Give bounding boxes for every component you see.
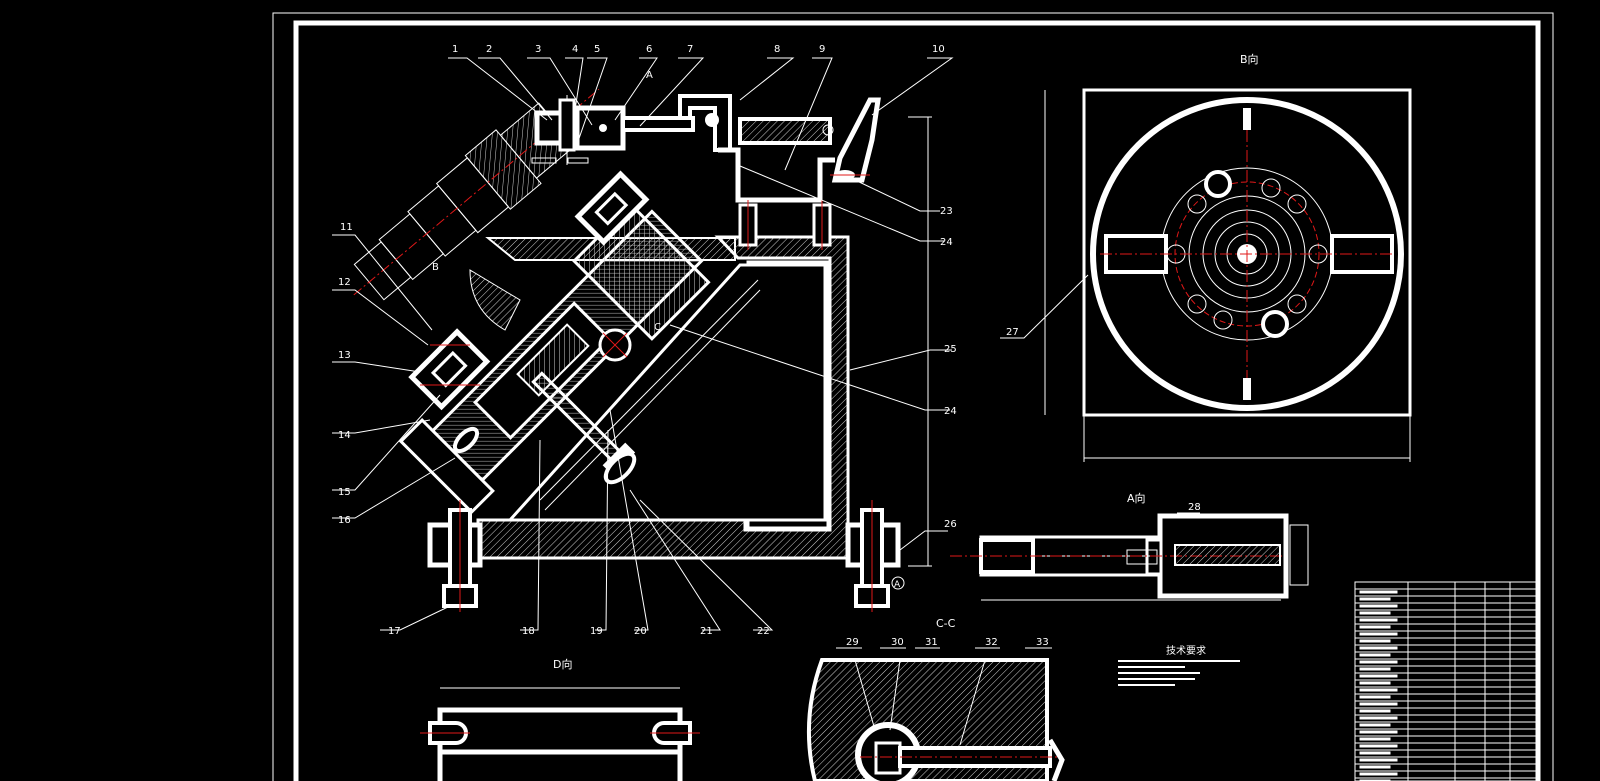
callout-12: 12 xyxy=(338,277,351,288)
table-cell-text xyxy=(1359,653,1391,657)
circled-a: A xyxy=(894,580,901,590)
table-cell-text xyxy=(1359,702,1398,706)
callout-4: 4 xyxy=(572,44,578,55)
clamp-upper xyxy=(574,170,650,246)
callout-14: 14 xyxy=(338,430,351,441)
callout-17: 17 xyxy=(388,626,401,637)
table-cell-text xyxy=(1359,681,1391,685)
main-assembly-view: A B C A xyxy=(353,70,932,612)
table-cell-text xyxy=(1359,604,1398,608)
cc-view-title: C-C xyxy=(936,617,956,630)
leader-lines xyxy=(332,57,1089,631)
table-cell-text xyxy=(1359,618,1398,622)
table-cell-text xyxy=(1359,723,1391,727)
d-view: D向 xyxy=(420,657,700,781)
tech-req-title: 技术要求 xyxy=(1166,644,1206,657)
table-cell-text xyxy=(1359,590,1398,594)
table-cell-text xyxy=(1359,674,1398,678)
callout-15: 15 xyxy=(338,487,351,498)
b-view-title: B向 xyxy=(1240,52,1259,66)
table-cell-text xyxy=(1359,744,1398,748)
callout-19: 19 xyxy=(590,626,603,637)
callout-26: 26 xyxy=(944,519,957,530)
frame-bolts xyxy=(738,200,832,250)
left-foot xyxy=(427,500,483,612)
callout-9: 9 xyxy=(819,44,825,55)
callout-32: 32 xyxy=(985,637,998,648)
table-cell-text xyxy=(1359,709,1391,713)
callout-20: 20 xyxy=(634,626,647,637)
callout-25: 25 xyxy=(944,344,957,355)
callout-7: 7 xyxy=(687,44,693,55)
table-cell-text xyxy=(1359,688,1398,692)
table-cell-text xyxy=(1359,667,1391,671)
table-cell-text xyxy=(1359,695,1391,699)
table-cell-text xyxy=(1359,611,1391,615)
callout-5: 5 xyxy=(594,44,600,55)
callout-29: 29 xyxy=(846,637,859,648)
table-cell-text xyxy=(1359,772,1398,776)
callout-10: 10 xyxy=(932,44,945,55)
callout-23: 23 xyxy=(940,206,953,217)
clamp-lower xyxy=(408,328,491,411)
parts-list-table xyxy=(1354,581,1541,781)
a-view-title: A向 xyxy=(1127,491,1146,505)
table-cell-text xyxy=(1359,597,1391,601)
mark-b: B xyxy=(432,262,439,273)
table-cell-text xyxy=(1359,660,1398,664)
callout-numbers: 1 2 3 4 5 6 7 8 9 10 11 12 13 14 15 16 1… xyxy=(338,44,1201,649)
callout-28: 28 xyxy=(1188,502,1201,513)
table-cell-text xyxy=(1359,758,1398,762)
table-cell-text xyxy=(1359,737,1391,741)
technical-requirements: 技术要求 xyxy=(1118,644,1240,686)
callout-24b: 24 xyxy=(944,406,957,417)
mark-a: A xyxy=(646,70,653,81)
callout-1: 1 xyxy=(452,44,458,55)
top-clamp xyxy=(531,94,881,203)
callout-22: 22 xyxy=(757,626,770,637)
cc-view: C-C xyxy=(806,617,1065,781)
table-cell-text xyxy=(1359,716,1398,720)
table-cell-text xyxy=(1359,632,1398,636)
a-view: A向 xyxy=(950,491,1309,601)
callout-30: 30 xyxy=(891,637,904,648)
table-cell-text xyxy=(1359,639,1391,643)
d-view-title: D向 xyxy=(553,657,572,671)
right-foot xyxy=(845,500,901,612)
table-cell-text xyxy=(1359,751,1391,755)
table-cell-text xyxy=(1359,646,1398,650)
mark-c: C xyxy=(654,322,661,333)
callout-13: 13 xyxy=(338,350,351,361)
callout-24: 24 xyxy=(940,237,953,248)
callout-27: 27 xyxy=(1006,327,1019,338)
callout-8: 8 xyxy=(774,44,780,55)
b-view: B向 xyxy=(1044,52,1412,462)
callout-18: 18 xyxy=(522,626,535,637)
callout-11: 11 xyxy=(340,222,353,233)
table-cell-text xyxy=(1359,730,1398,734)
callout-21: 21 xyxy=(700,626,713,637)
callout-31: 31 xyxy=(925,637,938,648)
callout-33: 33 xyxy=(1036,637,1049,648)
table-cell-text xyxy=(1359,625,1391,629)
drawing-frame xyxy=(272,12,1554,781)
callout-16: 16 xyxy=(338,515,351,526)
callout-3: 3 xyxy=(535,44,541,55)
table-cell-text xyxy=(1359,765,1391,769)
callout-6: 6 xyxy=(646,44,652,55)
callout-2: 2 xyxy=(486,44,492,55)
